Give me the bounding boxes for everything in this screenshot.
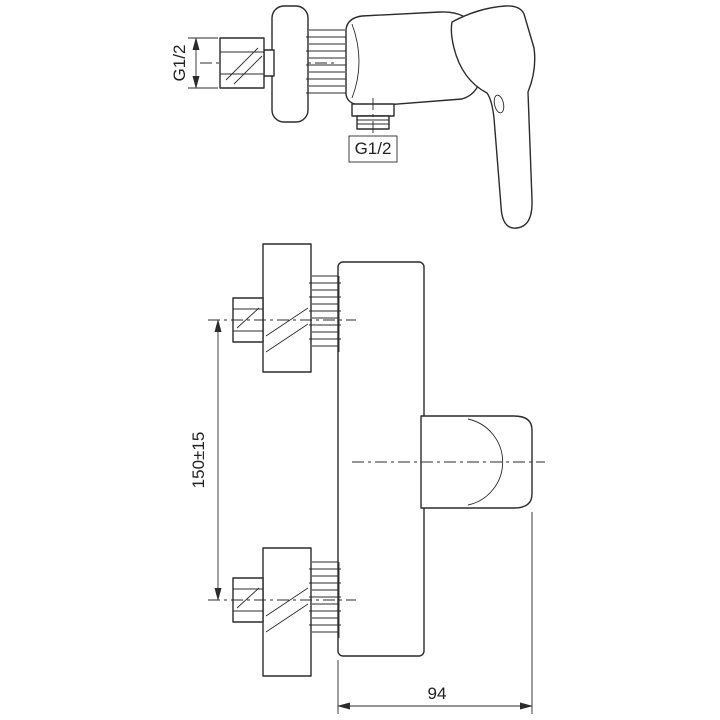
inlet-nut [219,37,265,89]
front-view: 150±15 94 [189,243,545,714]
side-view: G1/2 G1/2 [170,5,536,229]
handle-pivot-screw [493,94,505,114]
outlet-label-box [348,135,398,163]
bottom-connector [208,547,356,677]
inlet-nut-facets [220,47,264,85]
inlet-nipple [263,49,275,77]
bottom-nut-facets [233,587,263,612]
bottom-flange [262,547,312,677]
bottom-flange-hatch [265,587,309,633]
outlet-thread-label: G1/2 [355,139,392,158]
depth-label: 94 [428,684,447,703]
top-thread-ridges [309,275,341,352]
cartridge-arc [351,23,360,99]
top-nut-facets [233,307,263,332]
inlet-thread-label: G1/2 [170,45,189,82]
top-connector [208,243,356,373]
handle-dome-arc [467,418,504,506]
top-flange [262,243,312,373]
lever-handle [450,5,536,229]
depth-dimension: 94 [337,512,533,714]
inlet-thread-dimension: G1/2 [170,37,218,89]
wall-flange [271,5,309,123]
body-front [337,261,425,657]
top-flange-hatch [265,307,309,353]
mounting-distance-label: 150±15 [189,432,208,489]
mounting-distance-dimension: 150±15 [189,319,222,601]
